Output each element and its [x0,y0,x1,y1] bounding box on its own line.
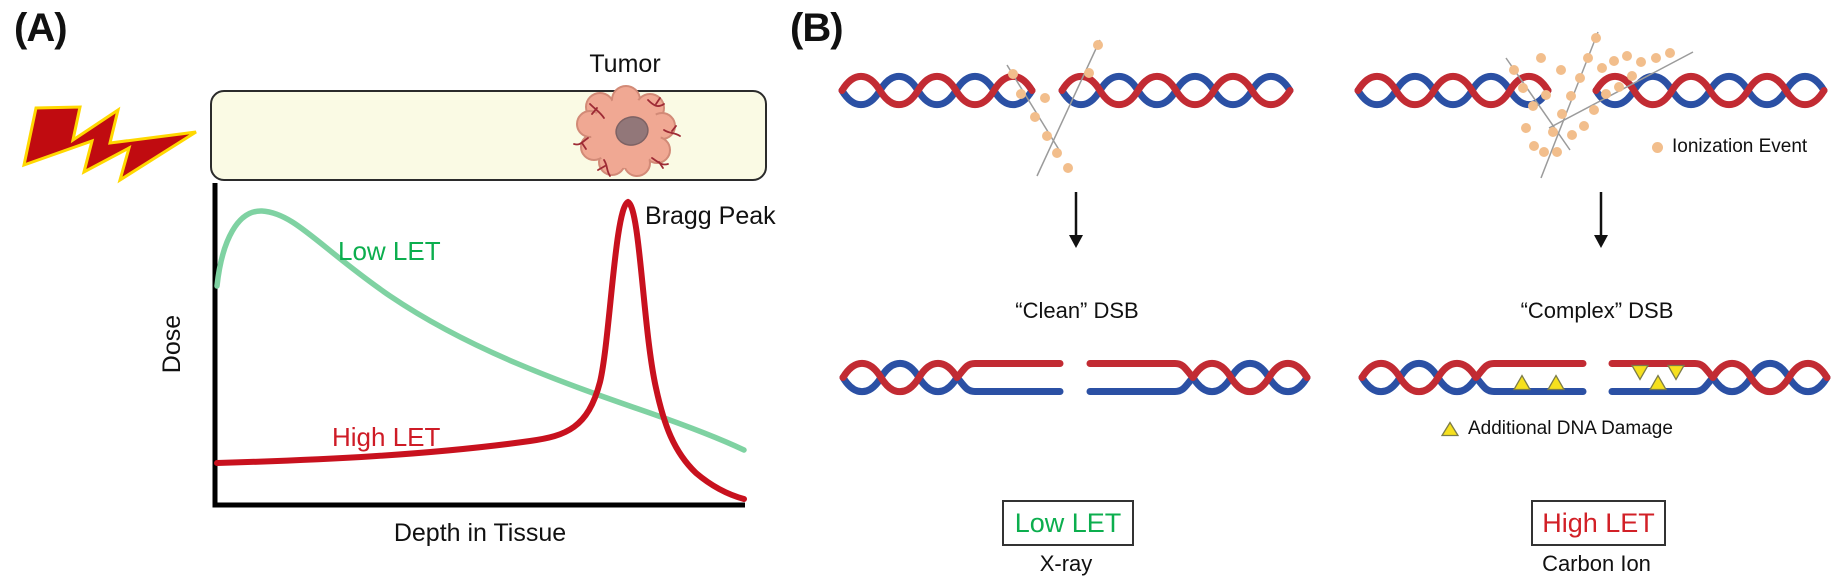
xray-label: X-ray [1039,551,1093,576]
dna-complex-left-helix [1358,359,1480,396]
dna-top-left-b [1058,72,1294,109]
dna-clean-right-helix [1189,359,1311,396]
dna-top-right-a [1354,72,1552,109]
damage-triangle-icon [1441,421,1459,437]
carbon-ion-label: Carbon Ion [1542,551,1651,576]
complex-dsb-label: “Complex” DSB [1520,298,1674,323]
high-let-box-label: High LET [1542,507,1655,538]
high-let-box: High LET [1531,500,1666,546]
ionization-legend-label: Ionization Event [1672,136,1808,157]
dna-complex-right-helix [1709,359,1831,396]
additional-damage-label: Additional DNA Damage [1468,418,1673,439]
dna-clean-right-straight [1086,360,1197,395]
dna-complex-right-straight [1608,360,1717,395]
tissue-bar [210,90,767,181]
dna-clean-left-straight [953,360,1064,395]
clean-dsb-label: “Clean” DSB [1015,298,1139,323]
lightning-icon [21,105,197,184]
dna-clean-left-helix [839,359,961,396]
tumor-label: Tumor [589,50,661,78]
down-arrow-right [1594,192,1608,248]
high-let-curve [214,198,747,502]
low-let-curve [214,208,747,453]
bragg-peak-label: Bragg Peak [645,202,776,230]
high-let-curve-label: High LET [332,422,441,452]
additional-damage-legend: Additional DNA Damage [1441,418,1673,440]
low-let-box-label: Low LET [1014,507,1122,538]
panel-a-label: (A) [14,6,68,50]
ionization-legend: Ionization Event [1652,136,1807,158]
y-axis-label: Dose [158,314,186,374]
dna-top-left-a [838,72,1036,109]
ionization-event-icon [1652,141,1663,153]
x-axis-label: Depth in Tissue [393,519,567,547]
low-let-box: Low LET [1002,500,1134,546]
damage-triangles [1512,364,1686,391]
low-let-curve-label: Low LET [338,236,441,266]
panel-b-label: (B) [790,6,844,50]
dna-complex-left-straight [1472,360,1587,395]
chart-axes [212,183,745,508]
ionization-events [1008,33,1675,173]
particle-tracks [1006,31,1694,179]
down-arrow-left [1069,192,1083,248]
dna-top-right-b [1592,72,1828,109]
